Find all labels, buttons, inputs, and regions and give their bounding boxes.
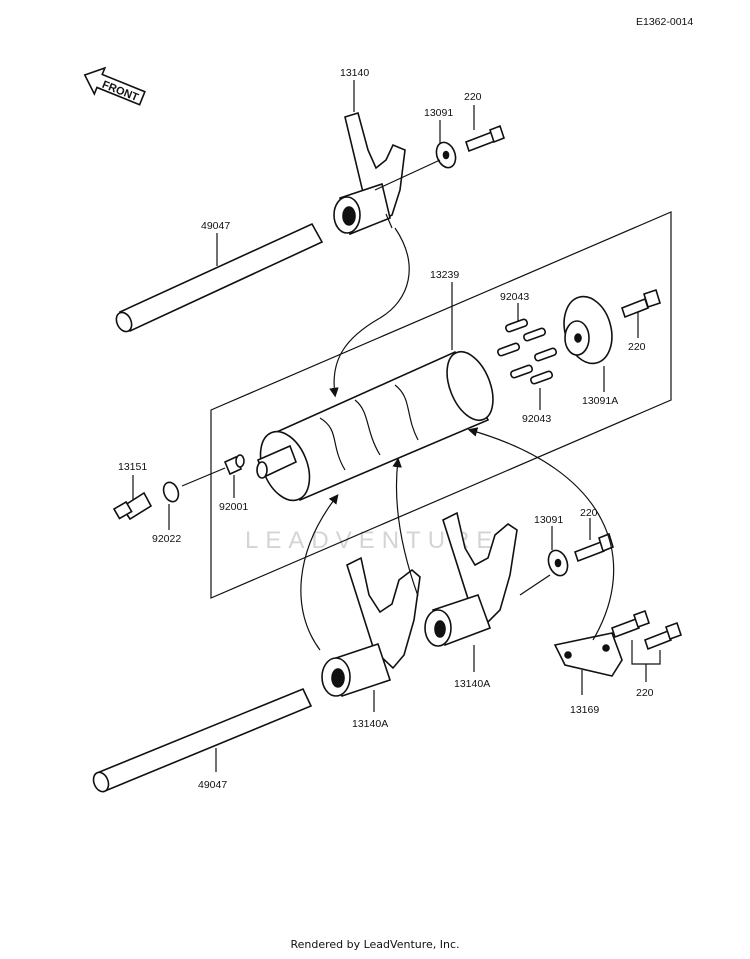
label-shaft-bottom: 49047 (198, 779, 227, 791)
arrow-top-fork-to-drum (329, 227, 410, 398)
centerline-top (374, 159, 441, 191)
upper-shift-rod (115, 222, 324, 333)
neutral-switch (112, 491, 153, 521)
diagram-code: E1362-0014 (636, 16, 693, 28)
label-holder-bolts: 220 (636, 687, 654, 699)
upper-washer (435, 141, 457, 169)
drum-plate (563, 295, 613, 365)
label-washer-top: 13091 (424, 107, 453, 119)
label-pins-lower: 92043 (522, 413, 551, 425)
label-fork-left: 13140A (352, 718, 388, 730)
label-bolt-top: 220 (464, 91, 482, 103)
mid-bolt (573, 532, 614, 563)
upper-bolt (464, 124, 505, 153)
label-drum: 13239 (430, 269, 459, 281)
left-shift-fork (321, 556, 421, 698)
label-small-bolt: 92001 (219, 501, 248, 513)
shift-drum (256, 350, 494, 502)
small-bolt (223, 454, 245, 476)
arrow-left-fork-to-drum (300, 494, 339, 651)
label-plate: 13091A (582, 395, 618, 407)
label-pins-upper: 92043 (500, 291, 529, 303)
label-shaft-top: 49047 (201, 220, 230, 232)
label-bolt-mid: 220 (580, 507, 598, 519)
label-washer-mid: 13091 (534, 514, 563, 526)
mid-washer (547, 549, 569, 577)
label-fork-right: 13140A (454, 678, 490, 690)
holder-plate (553, 632, 623, 677)
label-plate-bolt: 220 (628, 341, 646, 353)
footer-credit: Rendered by LeadVenture, Inc. (290, 938, 460, 951)
assembly-frame (210, 211, 672, 599)
label-switch: 13151 (118, 461, 147, 473)
front-badge: FRONT (83, 66, 146, 106)
upper-shift-fork (333, 111, 406, 236)
arrow-right-fork-to-drum (392, 457, 419, 597)
lower-shift-rod (92, 687, 313, 793)
arrow-holder-to-drum (467, 427, 615, 641)
label-holder: 13169 (570, 704, 599, 716)
centerline-switch (181, 467, 226, 487)
drum-pins (497, 318, 558, 385)
right-shift-fork (424, 511, 518, 647)
holder-bolts (610, 609, 683, 651)
plate-bolt (621, 288, 661, 319)
label-fork-top: 13140 (340, 67, 369, 79)
switch-gasket (162, 481, 180, 503)
label-gasket: 92022 (152, 533, 181, 545)
centerline-mid (519, 574, 551, 596)
